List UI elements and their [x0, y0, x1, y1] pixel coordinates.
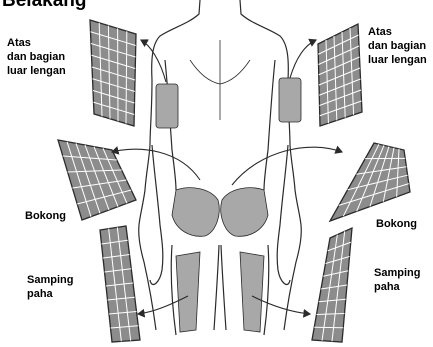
label-line: luar lengan [7, 64, 66, 78]
grid-patch-outline [330, 143, 410, 221]
label-line: dan bagian [368, 39, 427, 53]
label-thigh-left: Samping paha [27, 273, 73, 301]
zone-arm-right [279, 78, 301, 122]
zone-buttock-left [172, 188, 219, 237]
zone-arm-left [156, 84, 178, 128]
body-zones [156, 78, 301, 332]
zone-buttock-right [221, 188, 268, 237]
grid-patch-upper-arm-left [90, 20, 136, 126]
grid-patch-thigh-left [100, 226, 140, 342]
label-line: Samping [374, 266, 420, 280]
label-line: Atas [7, 36, 66, 50]
grid-patch-buttock-left [58, 140, 136, 220]
label-buttock-left: Bokong [25, 209, 66, 223]
label-thigh-right: Samping paha [374, 266, 420, 294]
zone-thigh-left [176, 252, 200, 332]
label-upper-arm-right: Atas dan bagian luar lengan [368, 25, 427, 67]
grid-patch-upper-arm-right [318, 24, 362, 126]
arrow-buttock-left [112, 149, 200, 180]
label-upper-arm-left: Atas dan bagian luar lengan [7, 36, 66, 78]
label-line: Samping [27, 273, 73, 287]
label-line: dan bagian [7, 50, 66, 64]
label-line: paha [27, 287, 73, 301]
grid-patch-buttock-right [330, 143, 410, 221]
body-outline [139, 0, 302, 335]
grid-patch-outline [318, 24, 362, 126]
label-line: paha [374, 280, 420, 294]
arrow-arm-left [141, 40, 166, 82]
grid-line [314, 327, 343, 328]
grid-patch-thigh-right [312, 228, 352, 342]
label-buttock-right: Bokong [376, 217, 417, 231]
label-line: luar lengan [368, 53, 427, 67]
zone-thigh-right [240, 252, 264, 332]
arrow-arm-right [290, 40, 316, 78]
page-title: Belakang [2, 0, 86, 11]
label-line: Atas [368, 25, 427, 39]
